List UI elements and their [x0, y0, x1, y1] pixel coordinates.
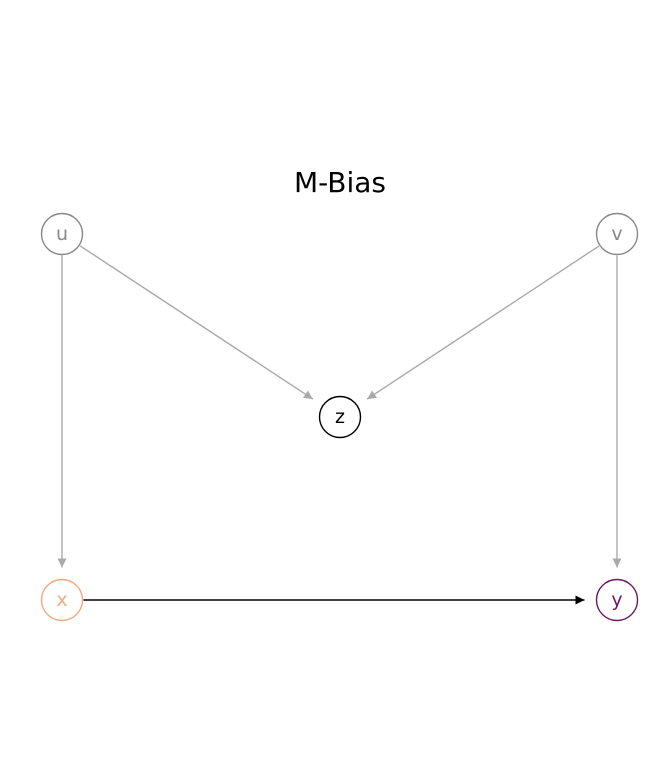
node-x-circle	[40, 578, 84, 622]
node-y-label: y	[611, 589, 622, 611]
node-y: y	[595, 578, 639, 622]
node-v-circle	[595, 212, 639, 256]
node-z-circle	[318, 395, 362, 439]
node-z: z	[318, 395, 362, 439]
node-v: v	[595, 212, 639, 256]
edges-layer	[57, 245, 622, 605]
nodes-layer: u v z x y	[40, 212, 639, 622]
node-z-label: z	[335, 406, 345, 428]
node-y-circle	[595, 578, 639, 622]
node-x: x	[40, 578, 84, 622]
diagram-title: M-Bias	[294, 166, 386, 199]
node-u-circle	[40, 212, 84, 256]
edge-u-to-z	[79, 245, 314, 400]
node-u: u	[40, 212, 84, 256]
node-v-label: v	[611, 223, 622, 245]
edge-v-to-z	[366, 245, 600, 400]
node-x-label: x	[56, 589, 67, 611]
node-u-label: u	[56, 223, 68, 245]
